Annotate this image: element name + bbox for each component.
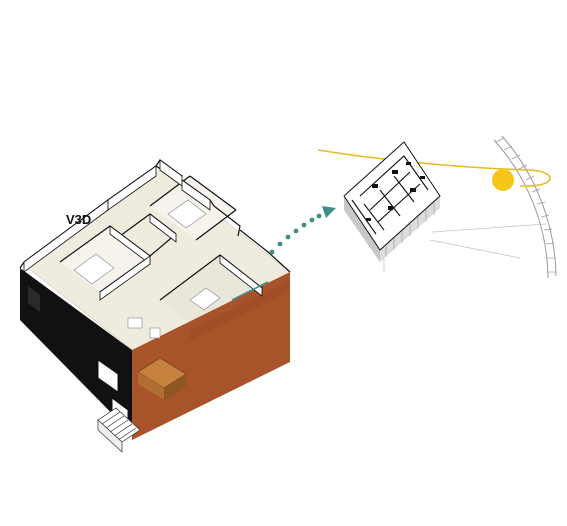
sun-icon bbox=[492, 169, 514, 191]
unit-label: V3D bbox=[66, 212, 92, 227]
compass-scale bbox=[493, 135, 557, 279]
arrow-head bbox=[322, 206, 336, 218]
wall-thickness bbox=[23, 159, 263, 301]
building-massing bbox=[343, 141, 441, 262]
brick-shade bbox=[190, 280, 290, 340]
facade-left-black bbox=[20, 268, 132, 434]
furniture bbox=[73, 199, 221, 339]
window-recess bbox=[28, 286, 40, 312]
window-recess bbox=[97, 359, 119, 393]
dotted-arrow bbox=[269, 206, 336, 255]
sun-study bbox=[317, 135, 557, 279]
sun-path-arc bbox=[317, 149, 551, 187]
balcony-front bbox=[138, 372, 164, 400]
facade-right-brick bbox=[132, 272, 290, 440]
glass-railing bbox=[231, 281, 269, 301]
balcony-side bbox=[164, 374, 186, 400]
entrance-stair bbox=[97, 407, 141, 453]
isometric-apartment-plan bbox=[19, 159, 291, 453]
